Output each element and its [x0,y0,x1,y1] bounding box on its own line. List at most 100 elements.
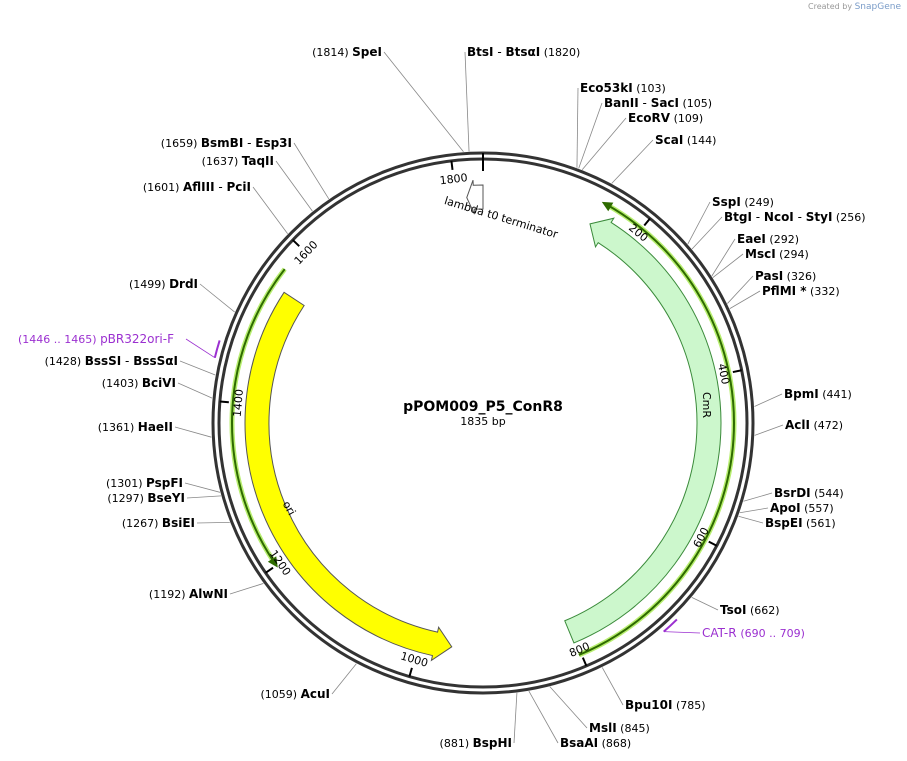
site-label: (1267) BsiEI [122,516,195,530]
site-label: (1814) SpeI [312,45,382,59]
site-label: BtgI - NcoI - StyI (256) [724,210,866,224]
site-pspfi[interactable]: (1301) PspFI [106,476,183,490]
site-name: TsoI [720,603,746,617]
site-taqii[interactable]: (1637) TaqII [202,154,274,168]
site-msli[interactable]: MslI (845) [589,721,650,735]
inner-arcs [229,201,737,658]
site-bsiei[interactable]: (1267) BsiEI [122,516,195,530]
site-name: BtgI [724,210,752,224]
site-eco53ki[interactable]: Eco53kI (103) [580,81,666,95]
site-acli[interactable]: AclI (472) [785,418,843,432]
site-btsi[interactable]: BtsI - BtsαI (1820) [467,45,580,59]
site-right: (103) [633,82,666,95]
site-label: BanII - SacI (105) [604,96,712,110]
tick-mark [643,217,651,227]
site-sspi[interactable]: SspI (249) [712,195,774,209]
site-bsphi[interactable]: (881) BspHI [440,736,512,750]
site-mid: - [121,354,133,368]
site-alwni[interactable]: (1192) AlwNI [149,587,228,601]
tick-mark [219,400,229,404]
site-btgi[interactable]: BtgI - NcoI - StyI (256) [724,210,866,224]
primer-pbr322ori-f[interactable]: (1446 .. 1465) pBR322ori-F [18,332,174,346]
site-acui[interactable]: (1059) AcuI [261,687,331,701]
site-left: (1297) [107,492,147,505]
feature-cmr-arrow[interactable] [564,217,722,644]
site-label: Eco53kI (103) [580,81,666,95]
site-leader-line [738,515,764,524]
site-bsssi[interactable]: (1428) BssSI - BssSαI [45,354,178,368]
feature-lambda-t0-terminator-arrow[interactable] [466,180,484,215]
site-right: (249) [741,196,774,209]
site-leader-line [229,583,264,595]
site-left: (1601) [143,181,183,194]
site-bsmbi[interactable]: (1659) BsmBI - Esp3I [161,136,292,150]
site-name: AclI [785,418,810,432]
site-right: (292) [766,233,799,246]
site-ecorv[interactable]: EcoRV (109) [628,111,703,125]
feature-label-ori: ori [280,499,298,518]
site-right: (109) [670,112,703,125]
site-banii[interactable]: BanII - SacI (105) [604,96,712,110]
site-name: BciVI [142,376,176,390]
tick-mark [581,657,588,667]
site-afliii[interactable]: (1601) AflIII - PciI [143,180,251,194]
site-bspei[interactable]: BspEI (561) [765,516,836,530]
site-tsoi[interactable]: TsoI (662) [720,603,780,617]
site-name: HaeII [138,420,173,434]
site-apoi[interactable]: ApoI (557) [770,501,834,515]
site-name: BspEI [765,516,803,530]
site-left: (1192) [149,588,189,601]
snapgene-brand: SnapGene [854,2,901,12]
site-left: (1637) [202,155,242,168]
site-mid: - [215,180,227,194]
snapgene-credit: Created by SnapGene [808,2,901,12]
site-leader-line [549,686,588,729]
site-label: (1428) BssSI - BssSαI [45,354,178,368]
site-bsrdi[interactable]: BsrDI (544) [774,486,844,500]
site-name: AflIII [183,180,215,194]
site-haeii[interactable]: (1361) HaeII [98,420,173,434]
site-label: MslI (845) [589,721,650,735]
site-label: (881) BspHI [440,736,512,750]
site-bcivi[interactable]: (1403) BciVI [102,376,176,390]
feature-label-lambda-t0-terminator: lambda t0 terminator [443,194,560,241]
site-right: (105) [679,97,712,110]
primer-cat-r[interactable]: CAT-R (690 .. 709) [702,626,805,640]
site-label: EcoRV (109) [628,111,703,125]
site-pasi[interactable]: PasI (326) [755,269,816,283]
site-pflmi-[interactable]: PflMI * (332) [762,284,840,298]
site-scai[interactable]: ScaI (144) [655,133,716,147]
site-bsaai[interactable]: BsaAI (868) [560,736,631,750]
site-label: (1301) PspFI [106,476,183,490]
tick-mark [408,667,413,677]
site-name: MscI [745,247,776,261]
site-right: (294) [776,248,809,261]
site-label: (1659) BsmBI - Esp3I [161,136,292,150]
site-right: (256) [832,211,865,224]
site-leader-lines [174,51,784,744]
feature-label-cmr: CmR [700,392,713,418]
site-bpu10i[interactable]: Bpu10I (785) [625,698,706,712]
site-right: (472) [810,419,843,432]
site-drdi[interactable]: (1499) DrdI [129,277,198,291]
feature-ori-arrow[interactable] [244,291,453,662]
site-eaei[interactable]: EaeI (292) [737,232,799,246]
site-name: BsiEI [162,516,195,530]
inner-arc-line [231,268,286,563]
site-right: (662) [746,604,779,617]
site-bpmi[interactable]: BpmI (441) [784,387,852,401]
site-bseyi[interactable]: (1297) BseYI [107,491,185,505]
site-label: EaeI (292) [737,232,799,246]
site-right: (441) [819,388,852,401]
site-msci[interactable]: MscI (294) [745,247,809,261]
site-leader-line [578,102,603,169]
site-name2: NcoI [764,210,794,224]
site-leader-line [712,253,744,278]
site-spei[interactable]: (1814) SpeI [312,45,382,59]
site-label: TsoI (662) [720,603,780,617]
site-name: BanII [604,96,639,110]
site-leader-line [754,393,783,407]
site-leader-line [186,495,221,499]
site-leader-line [528,690,559,744]
site-leader-line [691,597,719,611]
